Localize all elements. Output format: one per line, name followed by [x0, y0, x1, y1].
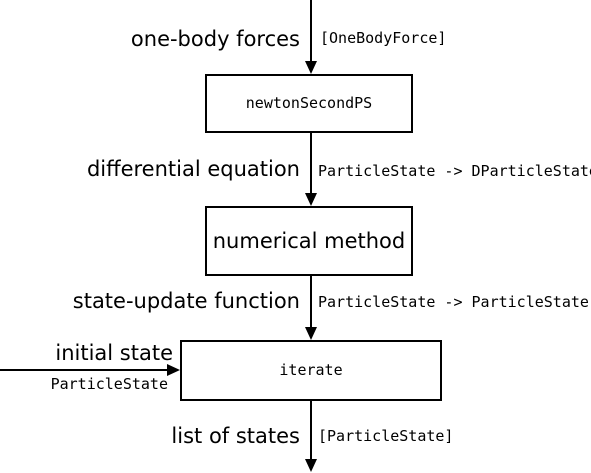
iterate-box: [180, 340, 442, 401]
diffeq-label: differential equation: [87, 157, 300, 181]
initial-type: ParticleState: [51, 375, 168, 393]
method-box: [205, 206, 413, 276]
diffeq-type: ParticleState -> DParticleState: [318, 162, 591, 180]
initial-label: initial state: [55, 341, 173, 365]
iterate-box-label: iterate: [279, 361, 342, 379]
newton-box: [205, 74, 413, 133]
forces-label: one-body forces: [131, 27, 300, 51]
output-arrowhead: [305, 459, 317, 472]
update-label: state-update function: [73, 289, 300, 313]
output-label: list of states: [171, 424, 300, 448]
update-arrowhead: [305, 327, 317, 340]
method-box-label: numerical method: [213, 229, 406, 253]
forces-type: [OneBodyForce]: [320, 29, 446, 47]
update-type: ParticleState -> ParticleState: [318, 293, 589, 311]
newton-box-label: newtonSecondPS: [246, 94, 372, 112]
output-type: [ParticleState]: [318, 427, 453, 445]
forces-arrowhead: [305, 61, 317, 74]
initial-arrowhead: [167, 364, 180, 376]
diffeq-arrowhead: [305, 193, 317, 206]
